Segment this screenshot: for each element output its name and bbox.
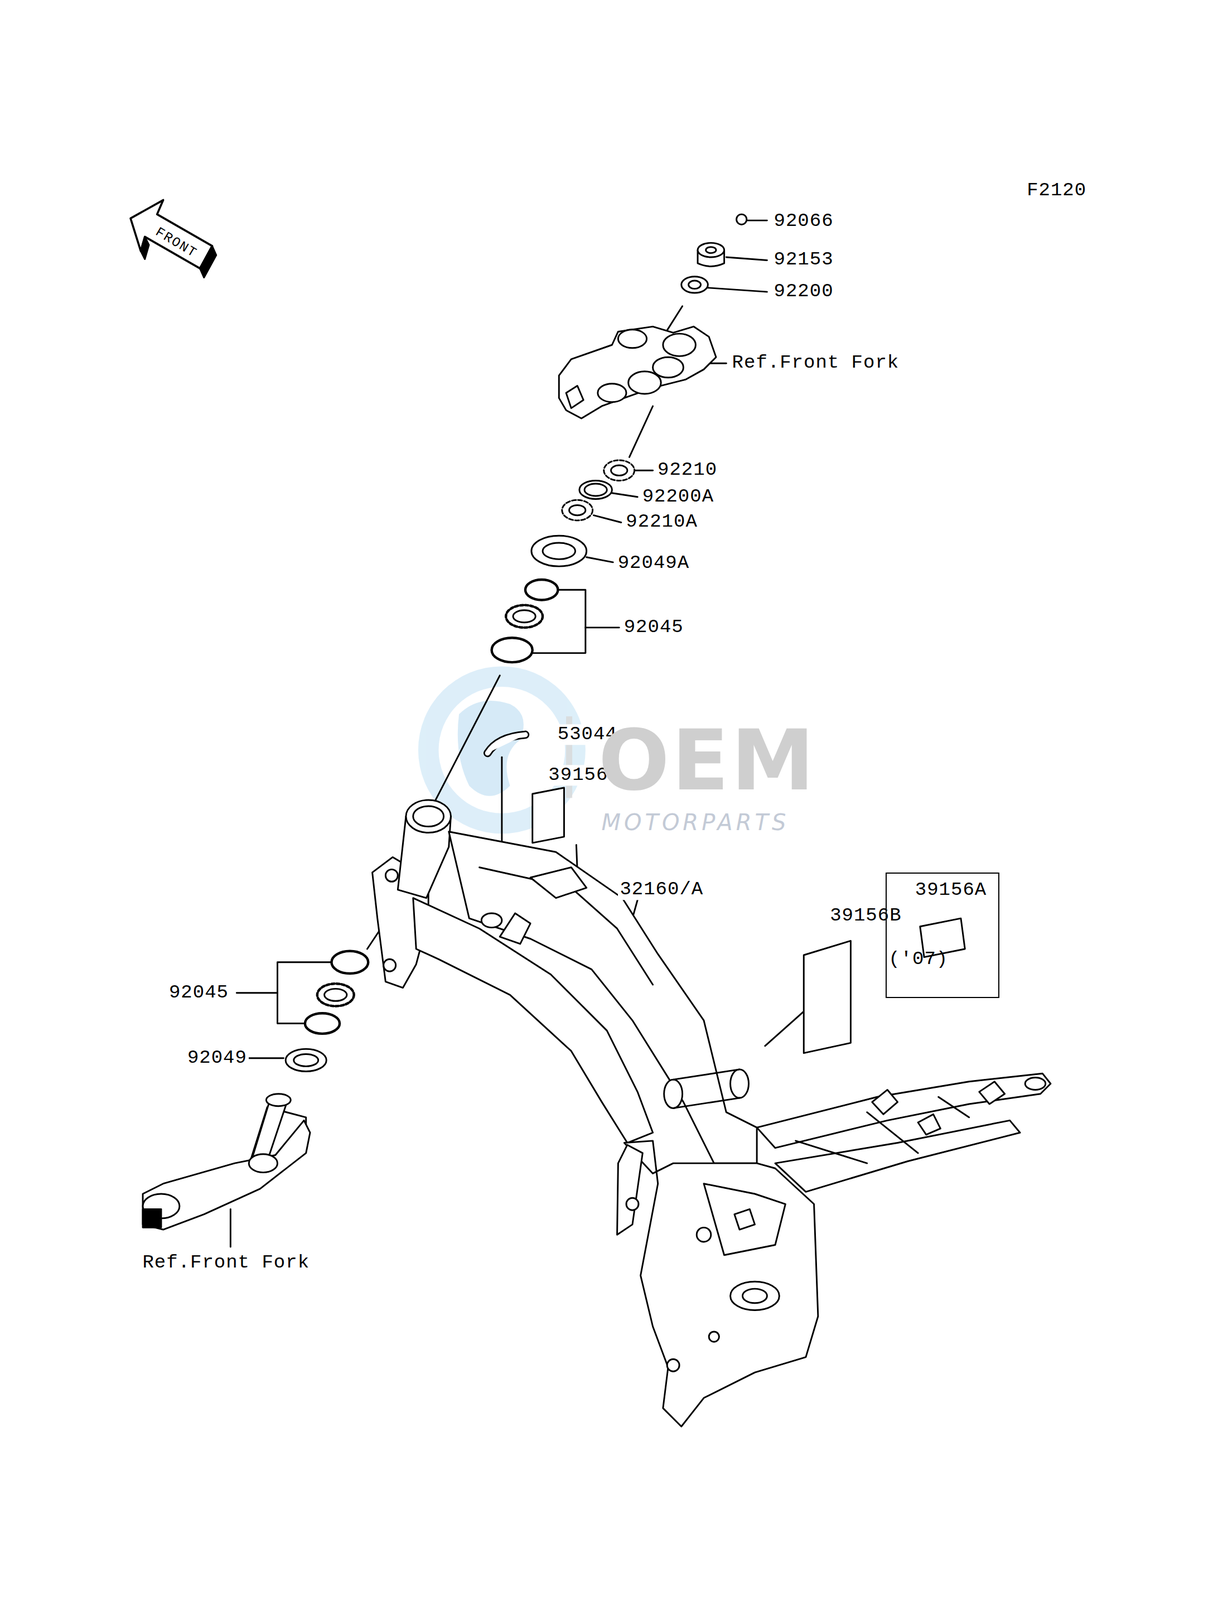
steering-parts <box>142 214 965 1230</box>
callout-number: 92210A <box>624 511 699 533</box>
part-label: Ref.Front Fork <box>140 1252 312 1274</box>
part-label: Ref.Front Fork <box>730 352 902 374</box>
watermark: MOTORPARTS <box>599 809 791 835</box>
callout-number: 92049 <box>185 1047 249 1068</box>
watermark: OEM <box>596 713 819 806</box>
drawing-code: F2120 <box>1025 180 1089 201</box>
model-year-note: ('07) <box>888 948 949 970</box>
callout-number: 39156B <box>828 905 903 927</box>
variant-box: 39156A ('07) <box>885 872 1000 998</box>
frame <box>372 799 1051 1426</box>
callout-number: 92210 <box>655 459 719 481</box>
callout-number: 92153 <box>772 249 836 271</box>
callout-number: 32160/A <box>617 878 705 900</box>
callout-number: 92045 <box>622 616 686 638</box>
callout-number: 39156A <box>915 879 987 901</box>
callout-number: 92049A <box>616 552 691 574</box>
callout-number: 92066 <box>772 210 836 232</box>
callout-number: 92200 <box>772 281 836 302</box>
front-arrow <box>130 200 217 278</box>
callout-number: 92200A <box>640 486 716 507</box>
callout-number: 92045 <box>167 982 231 1003</box>
